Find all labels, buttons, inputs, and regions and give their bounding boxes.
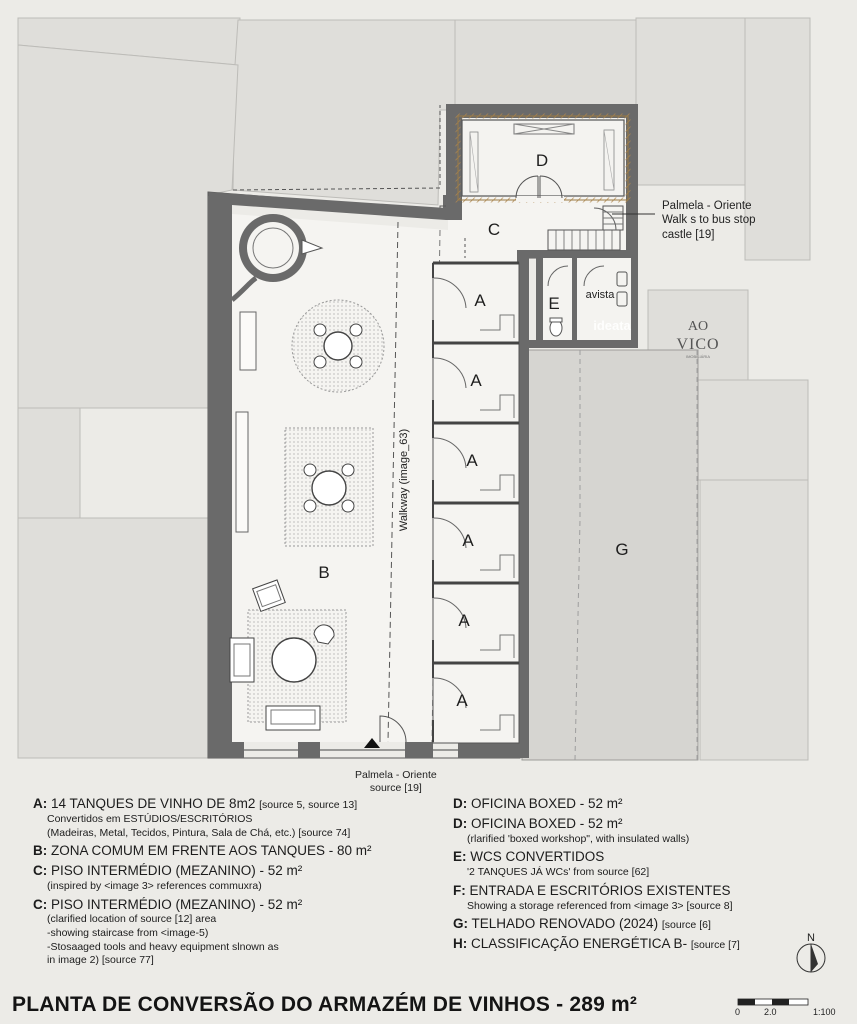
room-label-d: D <box>536 151 548 170</box>
legend-item: B: ZONA COMUM EM FRENTE AOS TANQUES - 80… <box>33 843 433 860</box>
svg-text:VICO: VICO <box>676 336 719 353</box>
room-label-a: A <box>456 691 468 710</box>
legend-letter: A: <box>33 796 48 811</box>
north-arrow: N <box>796 932 826 973</box>
legend-heading: PISO INTERMÉDIO (MEZANINO) - 52 m² <box>51 896 303 912</box>
legend-letter: G: <box>453 916 468 932</box>
room-label-a: A <box>466 451 478 470</box>
scale-label-zero: 0 <box>735 1007 741 1017</box>
bus-stop-note: Palmela - Oriente Walk s to bus stop cas… <box>662 200 756 241</box>
legend-letter: D: <box>453 796 468 811</box>
legend-detail: (Madeiras, Metal, Tecidos, Pintura, Sala… <box>47 826 351 839</box>
scale-label-mid: 2.0 <box>764 1007 777 1017</box>
legend-detail: in image 2) [source 77] <box>47 954 154 967</box>
legend-item: G: TELHADO RENOVADO (2024) [source [6] <box>453 916 793 933</box>
legend-heading: OFICINA BOXED - 52 m² <box>471 815 623 831</box>
legend-item: C: PISO INTERMÉDIO (MEZANINO) - 52 m²(in… <box>33 863 433 894</box>
legend-detail: (rlarified 'boxed workshop", with insula… <box>467 832 690 845</box>
svg-text:IMOBILIÁRIA: IMOBILIÁRIA <box>686 354 710 359</box>
legend-item: E: WCS CONVERTIDOS'2 TANQUES JÁ WCs' fro… <box>453 849 793 880</box>
wc-block-e <box>543 258 631 340</box>
entrance-note: Palmela - Oriente source [19] <box>355 769 437 795</box>
legend-heading: WCS CONVERTIDOS <box>470 849 605 865</box>
legend-source: [source 5, source 13] <box>259 799 358 811</box>
site-boundary <box>232 105 441 191</box>
legend-heading: CLASSIFICAÇÃO ENERGÉTICA B- <box>471 936 688 952</box>
common-zone-furniture <box>229 214 407 748</box>
legend-letter: H: <box>453 936 468 952</box>
legend-heading: ZONA COMUM EM FRENTE AOS TANQUES - 80 m² <box>51 843 372 859</box>
room-label-a: A <box>474 291 486 310</box>
room-label-b: B <box>318 563 329 582</box>
room-label-e: E <box>548 294 559 313</box>
wc-label: avista <box>586 289 616 301</box>
legend-item: D: OFICINA BOXED - 52 m²(rlarified 'boxe… <box>453 816 793 847</box>
scale-bar <box>737 998 809 1006</box>
legend-letter: B: <box>33 843 48 859</box>
legend-detail: -showing staircase from <image-5) <box>47 927 209 940</box>
neighbouring-lots <box>17 17 811 761</box>
legend-detail: (inspired by <image 3> references commux… <box>47 879 262 892</box>
legend-item: C: PISO INTERMÉDIO (MEZANINO) - 52 m²(cl… <box>33 897 433 968</box>
legend-source: [source [6] <box>661 919 711 932</box>
legend-item: A: 14 TANQUES DE VINHO DE 8m2 [source 5,… <box>33 796 433 840</box>
legend-heading: 14 TANQUES DE VINHO DE 8m2 <box>51 796 256 811</box>
room-label-a: A <box>462 531 474 550</box>
legend-detail: Convertidos em ESTÚDIOS/ESCRITÓRIOS <box>47 812 253 825</box>
room-labels: D C B G E A A A A A A avista ideata Walk… <box>318 151 631 710</box>
legend-heading: TELHADO RENOVADO (2024) <box>471 916 659 932</box>
legend-item: H: CLASSIFICAÇÃO ENERGÉTICA B- [source [… <box>453 936 793 953</box>
legend-letter: D: <box>453 815 468 831</box>
legend-detail: (clarified location of source [12] area <box>47 913 217 926</box>
legend-letter: C: <box>33 863 48 879</box>
legend-detail: Showing a storage referenced from <image… <box>467 899 733 912</box>
legend-letter: E: <box>453 849 467 865</box>
ideata-watermark: ideata <box>593 318 631 333</box>
legend-source: [source [7] <box>690 939 740 952</box>
room-label-a: A <box>458 611 470 630</box>
svg-text:AO: AO <box>688 319 708 334</box>
svg-text:N: N <box>807 932 815 944</box>
ao-vico-logo: AO VICO IMOBILIÁRIA <box>676 319 719 359</box>
mezzanine-c <box>464 205 640 258</box>
zone-g-area <box>521 349 699 761</box>
legend-detail: '2 TANQUES JÁ WCs' from source [62] <box>467 866 650 879</box>
legend-heading: PISO INTERMÉDIO (MEZANINO) - 52 m² <box>51 863 303 879</box>
legend-detail: -Stosaaged tools and heavy equipment sln… <box>47 940 279 953</box>
scale-label-ratio: 1:100 <box>813 1007 836 1017</box>
room-label-g: G <box>615 540 628 559</box>
legend-letter: C: <box>33 896 48 912</box>
page-title: PLANTA DE CONVERSÃO DO ARMAZÉM DE VINHOS… <box>12 993 638 1016</box>
legend-left: A: 14 TANQUES DE VINHO DE 8m2 [source 5,… <box>33 796 433 971</box>
wine-tanks <box>432 261 520 744</box>
legend-item: D: OFICINA BOXED - 52 m² <box>453 796 793 813</box>
legend-heading: ENTRADA E ESCRITÓRIOS EXISTENTES <box>469 882 731 898</box>
legend-heading: OFICINA BOXED - 52 m² <box>471 796 623 811</box>
room-label-c: C <box>488 220 500 239</box>
workshop-d <box>455 113 631 203</box>
legend-letter: F: <box>453 882 466 898</box>
room-label-a: A <box>470 371 482 390</box>
walkway-label: Walkway (image_63) <box>398 429 410 531</box>
